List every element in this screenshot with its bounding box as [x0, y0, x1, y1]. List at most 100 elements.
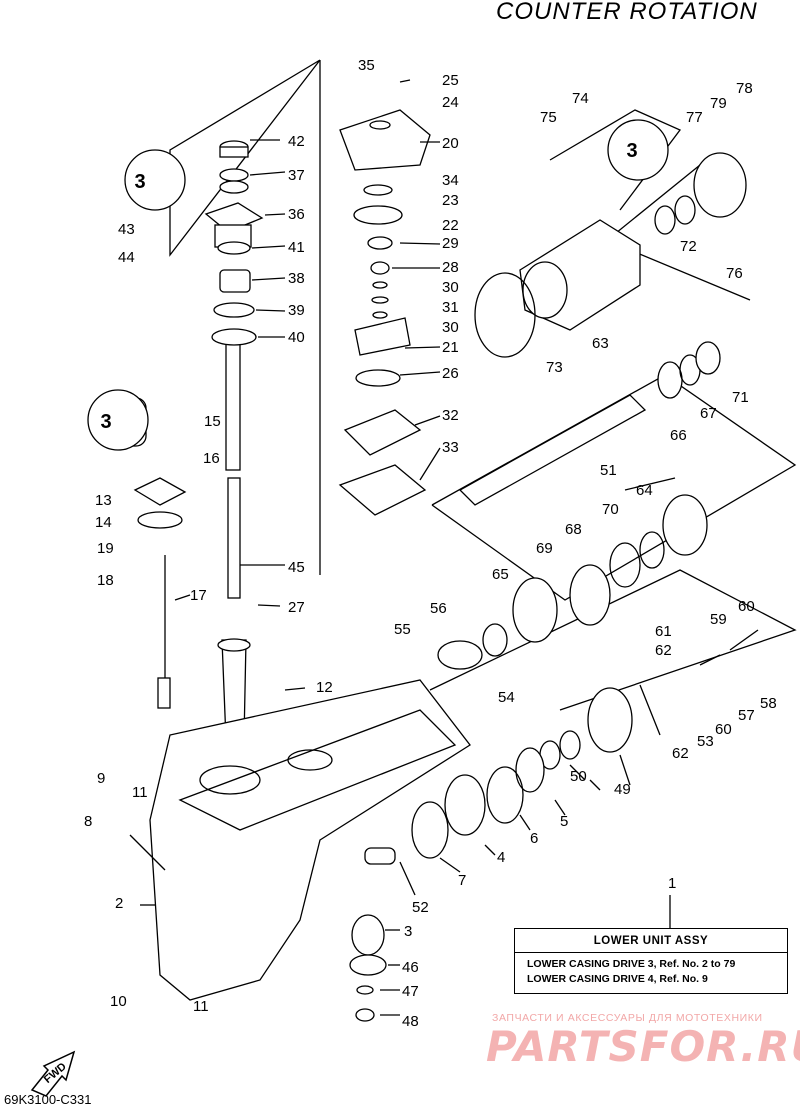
fwd-arrow-icon: FWD: [30, 1050, 76, 1097]
lower-casing: [149, 679, 471, 1001]
part-label-75: 75: [540, 109, 557, 126]
part-label-16: 16: [203, 450, 220, 467]
part-label-62: 62: [655, 642, 672, 659]
part-label-61: 61: [655, 623, 672, 640]
part-label-7: 7: [458, 872, 466, 889]
part-label-24: 24: [442, 94, 459, 111]
watermark-tagline: ЗАПЧАСТИ И АКСЕССУАРЫ ДЛЯ МОТОТЕХНИКИ: [492, 1012, 763, 1024]
pump-housing: [339, 109, 431, 171]
gasket-33: [338, 464, 427, 516]
part-label-78: 78: [736, 80, 753, 97]
part-label-17: 17: [190, 587, 207, 604]
part-label-34: 34: [442, 172, 459, 189]
part-label-30: 30: [442, 279, 459, 296]
part-label-11: 11: [193, 998, 209, 1015]
part-label-44: 44: [118, 249, 135, 266]
callout-letter: 3: [134, 171, 145, 193]
plate-32: [343, 409, 422, 456]
part-label-77: 77: [686, 109, 703, 126]
part-label-55: 55: [394, 621, 411, 638]
part-label-69: 69: [536, 540, 553, 557]
diagram-title: COUNTER ROTATION: [496, 0, 758, 25]
part-label-19: 19: [97, 540, 114, 557]
part-label-35: 35: [358, 57, 375, 74]
part-label-52: 52: [412, 899, 429, 916]
bracket-line: [629, 249, 751, 301]
part-label-30: 30: [442, 319, 459, 336]
part-label-57: 57: [738, 707, 755, 724]
gear-50: [587, 687, 633, 753]
part-label-54: 54: [498, 689, 515, 706]
impeller-housing: [354, 317, 411, 356]
part-label-36: 36: [288, 206, 305, 223]
part-label-20: 20: [442, 135, 459, 152]
part-label-29: 29: [442, 235, 459, 252]
part-label-63: 63: [592, 335, 609, 352]
part-label-47: 47: [402, 983, 419, 1000]
part-label-43: 43: [118, 221, 135, 238]
part-label-76: 76: [726, 265, 743, 282]
part-label-40: 40: [288, 329, 305, 346]
part-label-41: 41: [288, 239, 305, 256]
part-label-26: 26: [442, 365, 459, 382]
part-label-14: 14: [95, 514, 112, 531]
part-label-50: 50: [570, 768, 587, 785]
part-label-8: 8: [84, 813, 92, 830]
part-label-6: 6: [530, 830, 538, 847]
part-label-9: 9: [97, 770, 105, 787]
part-label-22: 22: [442, 217, 459, 234]
part-label-62: 62: [672, 745, 689, 762]
part-label-51: 51: [600, 462, 617, 479]
part-label-64: 64: [636, 482, 653, 499]
part-label-70: 70: [602, 501, 619, 518]
detail-callout-1: [87, 119, 669, 451]
part-label-28: 28: [442, 259, 459, 276]
callout-letter: 3: [100, 411, 111, 433]
part-label-79: 79: [710, 95, 727, 112]
part-label-67: 67: [700, 405, 717, 422]
part-label-2: 2: [115, 895, 123, 912]
drive-shaft-lower: [227, 477, 241, 599]
part-label-60: 60: [715, 721, 732, 738]
leader-line: [624, 477, 676, 491]
part-label-66: 66: [670, 427, 687, 444]
part-label-4: 4: [497, 849, 505, 866]
part-label-18: 18: [97, 572, 114, 589]
propeller-shaft: [458, 394, 647, 506]
group-bracket-gears: [429, 569, 797, 711]
part-label-31: 31: [442, 299, 459, 316]
part-label-21: 21: [442, 339, 459, 356]
part-label-68: 68: [565, 521, 582, 538]
part-label-58: 58: [760, 695, 777, 712]
diagram-code: 69K3100-C331: [4, 1092, 92, 1107]
part-label-72: 72: [680, 238, 697, 255]
part-label-71: 71: [732, 389, 749, 406]
part-label-12: 12: [316, 679, 333, 696]
legend-divider: [515, 952, 787, 953]
part-label-42: 42: [288, 133, 305, 150]
part-label-25: 25: [442, 72, 459, 89]
gear-65: [512, 577, 558, 643]
part-label-73: 73: [546, 359, 563, 376]
part-label-33: 33: [442, 439, 459, 456]
legend-line-2: LOWER CASING DRIVE 4, Ref. No. 9: [527, 973, 708, 985]
part-label-53: 53: [697, 733, 714, 750]
part-label-23: 23: [442, 192, 459, 209]
part-label-37: 37: [288, 167, 305, 184]
part-label-45: 45: [288, 559, 305, 576]
part-label-15: 15: [204, 413, 221, 430]
part-label-49: 49: [614, 781, 631, 798]
callout-letter: 3: [626, 140, 637, 162]
legend-heading: LOWER UNIT ASSY: [593, 935, 709, 947]
part-number-labels: 1234567891011111213141516171819202122232…: [84, 57, 777, 1030]
part-label-74: 74: [572, 90, 589, 107]
part-label-5: 5: [560, 813, 568, 830]
part-label-3: 3: [404, 923, 412, 940]
part-label-13: 13: [95, 492, 112, 509]
assembly-legend-box: LOWER UNIT ASSY LOWER CASING DRIVE 3, Re…: [514, 928, 788, 994]
part-label-46: 46: [402, 959, 419, 976]
part-label-39: 39: [288, 302, 305, 319]
part-label-59: 59: [710, 611, 727, 628]
part-label-27: 27: [288, 599, 305, 616]
